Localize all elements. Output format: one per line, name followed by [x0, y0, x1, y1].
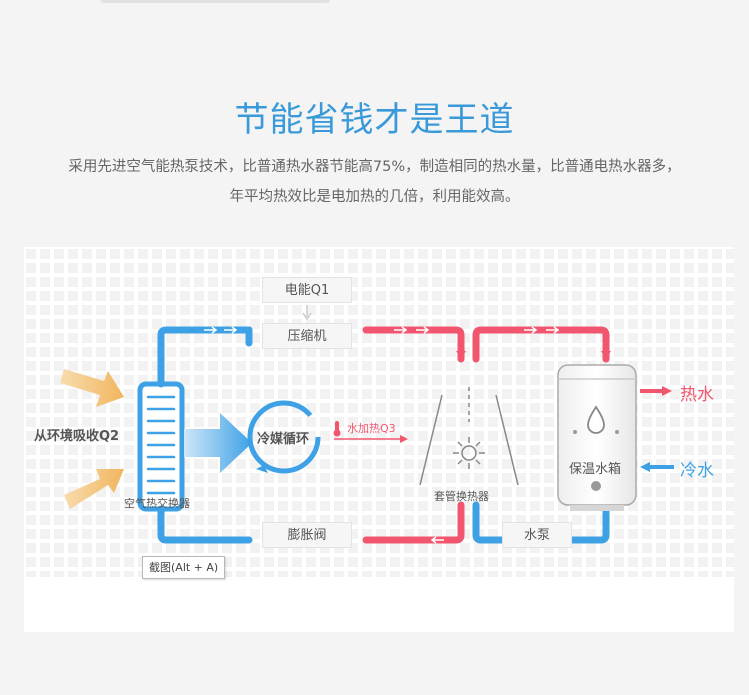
- environment-q2-label: 从环境吸收Q2: [34, 429, 120, 444]
- refrigerant-cycle-label: 冷媒循环: [257, 432, 310, 447]
- diagram-graphics: [24, 247, 734, 632]
- compressor-label: 压缩机: [262, 323, 352, 349]
- description-line-1: 采用先进空气能热泵技术，比普通热水器节能高75%，制造相同的热水量，比普通电热水…: [68, 159, 681, 175]
- hot-water-pipe: [472, 326, 610, 363]
- top-tab: [100, 0, 330, 3]
- air-heat-exchanger-label: 空气热交换器: [124, 497, 190, 510]
- hot-pipe-flow-marks: [394, 326, 430, 334]
- energy-q1-label: 电能Q1: [262, 277, 352, 303]
- cold-water-label: 冷水: [680, 461, 714, 481]
- water-heat-q3-label: 水加热Q3: [347, 422, 396, 435]
- tube-heat-exchanger: [419, 387, 519, 486]
- hot-water-label: 热水: [680, 385, 714, 405]
- page-title: 节能省钱才是王道: [234, 100, 515, 140]
- hot-refrigerant-pipe: [362, 326, 465, 544]
- expansion-valve-label: 膨胀阀: [262, 522, 352, 548]
- cold-refrigerant-pipe: [157, 326, 253, 544]
- page-description: 采用先进空气能热泵技术，比普通热水器节能高75%，制造相同的热水量，比普通电热水…: [40, 152, 709, 212]
- water-tank: [557, 364, 637, 511]
- refrigerant-cycle-icon: [247, 400, 321, 474]
- cold-pipe-flow-marks: [204, 326, 238, 334]
- cold-water-in-arrow: [640, 462, 674, 472]
- water-heat-arrow: [333, 421, 408, 443]
- water-pump-label: 水泵: [502, 522, 572, 548]
- tank-label: 保温水箱: [569, 462, 622, 477]
- water-drop-icon: [587, 405, 605, 434]
- screenshot-tooltip: 截图(Alt + A): [142, 556, 226, 579]
- description-line-2: 年平均热效比是电加热的几倍，利用能效高。: [229, 189, 520, 205]
- big-blue-arrow: [184, 413, 252, 473]
- heat-pump-diagram: 电能Q1 压缩机 从环境吸收Q2 空气热交换器 冷媒循环 水加热Q3 套管换热器…: [24, 247, 734, 632]
- environment-heat-arrows: [60, 369, 124, 509]
- hot-water-out-arrow: [640, 386, 672, 396]
- air-heat-exchanger-coil: [137, 381, 185, 512]
- thermometer-icon: [335, 421, 339, 432]
- tube-exchanger-label: 套管换热器: [434, 490, 489, 503]
